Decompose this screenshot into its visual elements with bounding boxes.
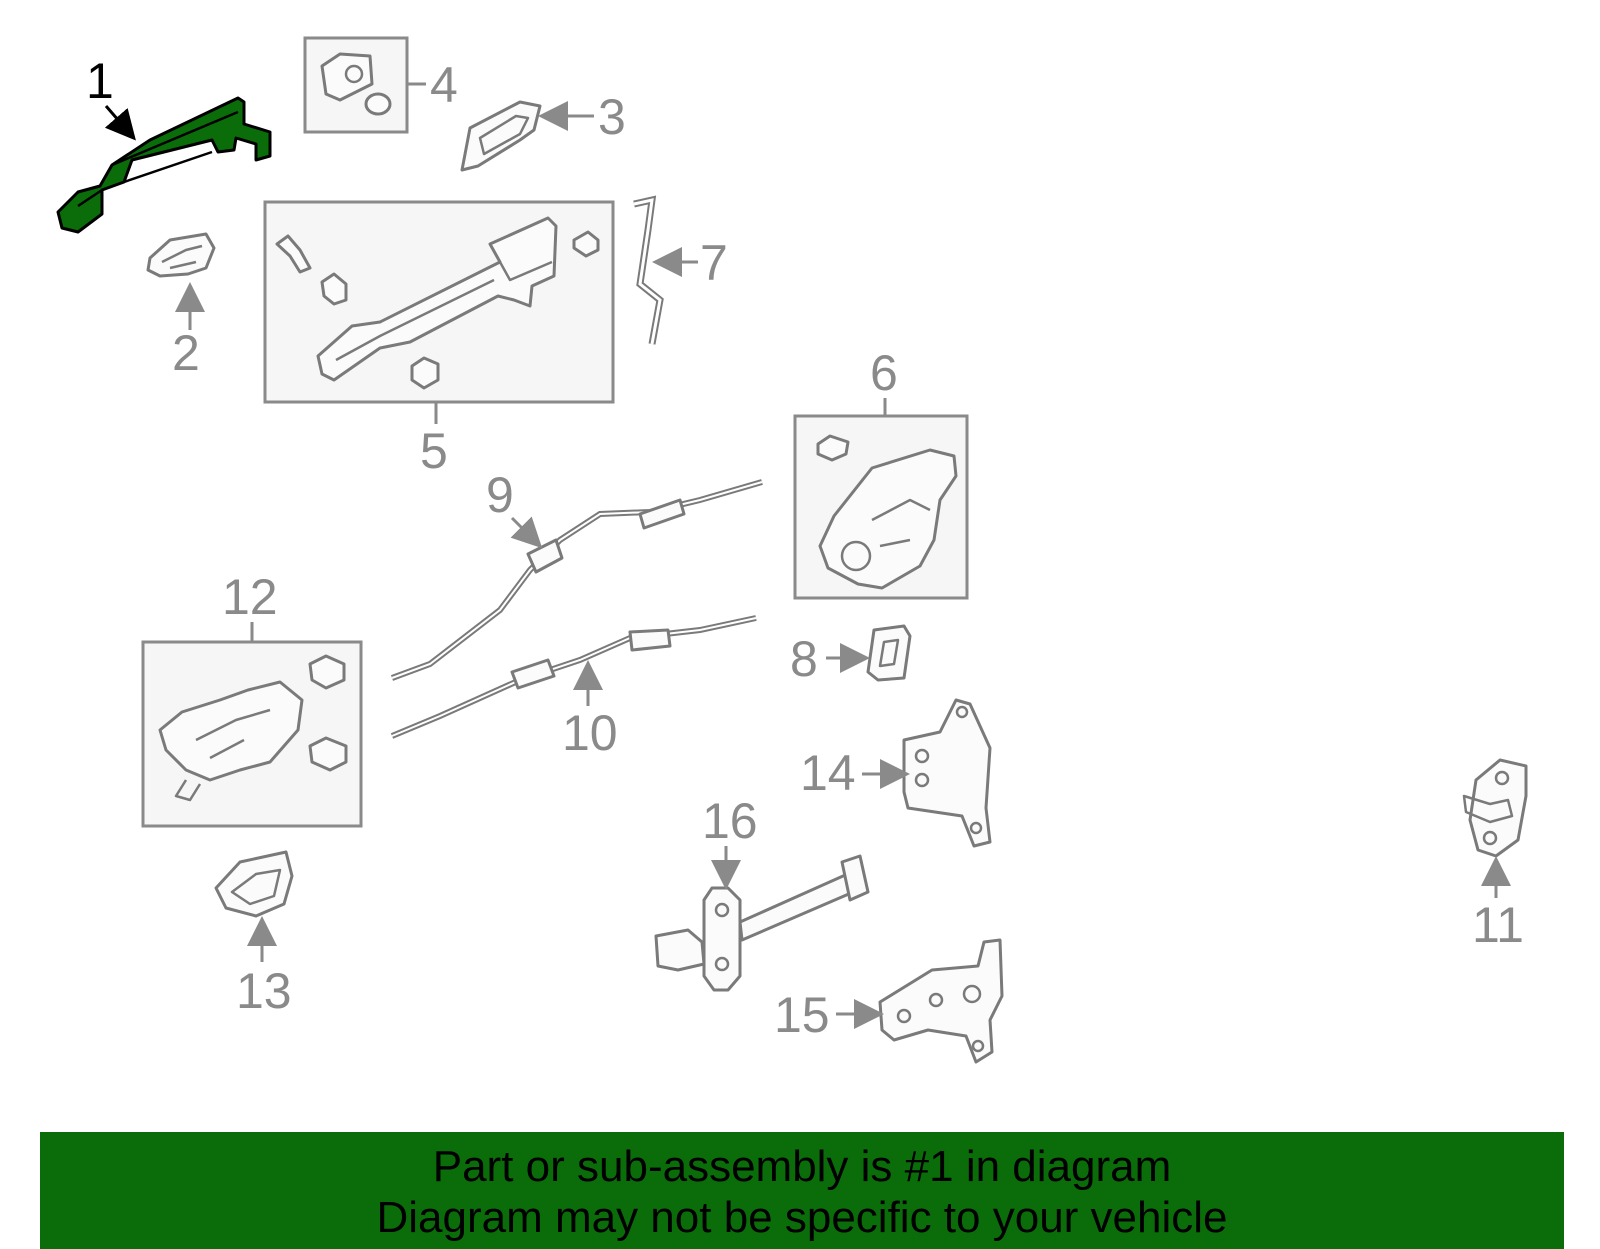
part-9-cable[interactable]	[390, 479, 763, 681]
callout-8: 8	[790, 631, 818, 687]
part-3-gasket[interactable]	[460, 100, 542, 172]
callout-3: 3	[598, 89, 626, 145]
banner-line-1: Part or sub-assembly is #1 in diagram	[432, 1142, 1172, 1191]
part-15-lower-hinge[interactable]	[878, 938, 1004, 1064]
callout-14: 14	[800, 745, 856, 801]
callout-7: 7	[700, 235, 728, 291]
callout-9: 9	[486, 467, 514, 523]
part-16-door-check[interactable]	[654, 854, 870, 992]
callout-1: 1	[86, 53, 114, 109]
part-5-handle-base[interactable]	[263, 200, 615, 404]
part-11-striker[interactable]	[1462, 758, 1528, 858]
callout-10: 10	[562, 705, 618, 761]
info-banner: Part or sub-assembly is #1 in diagram Di…	[40, 1132, 1564, 1249]
callout-6: 6	[870, 345, 898, 401]
part-2-bezel[interactable]	[146, 232, 216, 278]
part-6-latch[interactable]	[793, 414, 969, 600]
banner-line-2: Diagram may not be specific to your vehi…	[376, 1193, 1228, 1242]
callout-5: 5	[420, 423, 448, 479]
part-13-inner-bezel[interactable]	[214, 850, 294, 918]
callout-11: 11	[1472, 897, 1524, 953]
part-7-rod[interactable]	[633, 195, 664, 345]
part-8-cover[interactable]	[866, 624, 912, 682]
callout-15: 15	[774, 987, 830, 1043]
callout-13: 13	[236, 963, 292, 1019]
part-1-outer-handle[interactable]	[56, 96, 272, 234]
callout-16: 16	[702, 793, 758, 849]
callout-12: 12	[222, 569, 278, 625]
leader-9	[510, 516, 543, 549]
part-14-upper-hinge[interactable]	[902, 698, 992, 848]
callout-2: 2	[172, 325, 200, 381]
part-12-inner-handle[interactable]	[141, 640, 363, 828]
callout-4: 4	[430, 57, 458, 113]
part-4-cylinder-kit[interactable]	[303, 36, 409, 134]
leader-1	[104, 105, 136, 141]
